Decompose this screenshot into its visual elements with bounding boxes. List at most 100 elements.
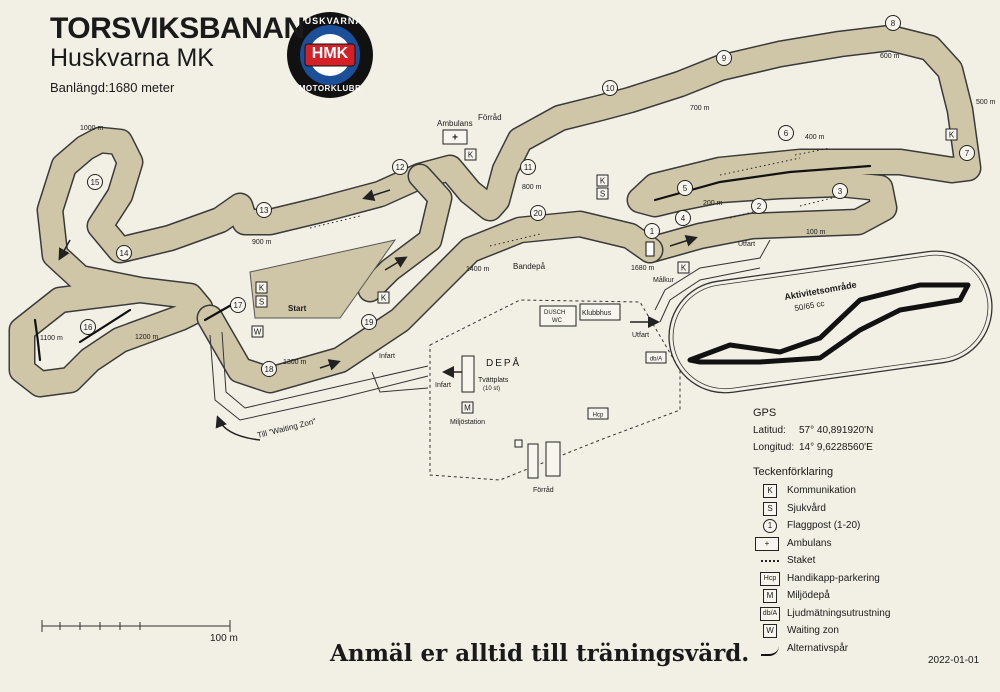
wash-count-label: (10 st) (483, 386, 500, 392)
ambulance-cross-icon: + (452, 133, 458, 144)
distance-label: 1680 m (631, 265, 655, 272)
flag-post-number: 6 (784, 129, 789, 138)
flag-post-icon (716, 50, 732, 66)
flag-post-number: 1 (650, 227, 655, 236)
flag-post-icon (361, 314, 377, 330)
distance-label: 1400 m (466, 266, 490, 273)
page-subtitle: Huskvarna MK (50, 44, 214, 72)
date-stamp: 2022-01-01 (928, 655, 980, 666)
flag-post-icon (520, 159, 536, 175)
map-marker-letter: Hcp (593, 413, 604, 419)
depot-boundary (429, 299, 681, 481)
map-marker-box (461, 401, 474, 414)
distance-label: 1000 m (80, 125, 104, 132)
logo-top-text: HUSKVARNA (297, 16, 363, 26)
fence-icon (761, 560, 779, 562)
flag-post-number: 15 (91, 178, 100, 187)
distance-label: 800 m (522, 184, 542, 191)
flag-post-icon: 1 (763, 519, 777, 533)
map-marker-letter: db/A (650, 357, 662, 363)
map-marker-box (677, 261, 690, 274)
distance-label: 1100 m (40, 335, 63, 342)
map-marker-box (596, 174, 609, 187)
map-marker-box (255, 281, 268, 294)
gps-heading: GPS (753, 407, 777, 419)
scale-bar (41, 620, 231, 632)
flag-post-icon (602, 80, 618, 96)
fences (309, 147, 841, 247)
flag-post-number: 3 (838, 187, 843, 196)
gps-lat-label: Latitud: (753, 425, 786, 436)
flag-post-number: 7 (965, 149, 970, 158)
flag-post-number: 8 (891, 19, 896, 28)
depot-entry-label: Infart (435, 382, 451, 389)
map-marker-letter: K (949, 131, 955, 140)
main-track (8, 24, 982, 398)
direction-arrows (58, 189, 698, 441)
distance-label: 400 m (805, 134, 825, 141)
map-marker-box (464, 148, 477, 161)
activity-area (668, 250, 993, 394)
finish-line (645, 241, 655, 257)
flag-post-number: 12 (396, 163, 405, 172)
depot-exit-label: Utfart (632, 332, 649, 339)
flag-post-number: 4 (681, 214, 686, 223)
flag-post-icon (116, 245, 132, 261)
legend-label: Ljudmätningsutrustning (787, 607, 891, 619)
map-marker-letter: K (381, 294, 387, 303)
flag-post-icon (530, 205, 546, 221)
flag-post-icon (832, 183, 848, 199)
band-depot-label: Bandepå (513, 262, 546, 271)
alternative-track-icon (761, 644, 779, 656)
map-marker-letter: W (254, 328, 262, 337)
legend-label: Miljödepå (787, 590, 830, 601)
map-marker-box (255, 295, 268, 308)
map-marker-box (377, 291, 390, 304)
map-marker-box (251, 325, 264, 338)
logo-bottom-text: MOTORKLUBB (298, 84, 362, 93)
flag-post-number: 19 (365, 318, 374, 327)
map-marker-letter: K (681, 264, 687, 273)
ambulance-icon: + (755, 536, 779, 551)
scale-label: 100 m (210, 633, 238, 644)
activity-cc-label: 50/65 cc (794, 299, 825, 313)
flag-post-icon (959, 145, 975, 161)
environment-station-label: Miljöstation (450, 419, 485, 426)
distance-label: 200 m (703, 200, 723, 207)
shower-label: DUSCH (544, 310, 565, 316)
finish-booth-label: Målkur (653, 276, 675, 284)
access-roads (209, 239, 771, 421)
gps-block: GPS Latitud:57° 40,891920'N Longitud:14°… (753, 405, 873, 456)
wash-label: Tvättplats (478, 377, 509, 384)
exit-label: Utfart (738, 241, 755, 248)
flag-post-number: 10 (606, 84, 615, 93)
legend-label: Kommunikation (787, 485, 856, 496)
flag-post-number: 11 (524, 163, 533, 172)
gps-lon-value: 14° 9,6228560'E (799, 442, 873, 453)
legend-label: Alternativspår (787, 642, 849, 654)
distance-label: 900 m (252, 239, 272, 246)
map-marker-letter: S (259, 298, 264, 307)
flag-post-icon (644, 223, 660, 239)
map-marker-box (645, 351, 667, 364)
depot-buildings (442, 129, 621, 479)
distance-label: 500 m (976, 99, 996, 106)
flag-post-number: 9 (722, 54, 727, 63)
distance-label: 100 m (806, 229, 826, 236)
map-marker-letter: S (600, 190, 605, 199)
map-marker-letter: M (464, 404, 471, 413)
flag-post-number: 13 (260, 206, 269, 215)
flag-post-icon (751, 198, 767, 214)
map-marker-box (596, 187, 609, 200)
flag-post-icon (87, 174, 103, 190)
call-to-action: Anmäl er alltid till träningsvärd. (330, 640, 750, 667)
legend-label: Staket (787, 555, 816, 566)
flag-post-number: 16 (84, 323, 93, 332)
depot-title: DEPÅ (486, 356, 521, 369)
legend-label: Ambulans (787, 537, 832, 549)
legend-symbol: S (763, 501, 777, 516)
flag-post-icon (261, 361, 277, 377)
flag-post-icon (256, 202, 272, 218)
logo-center-text: HMK (311, 45, 349, 62)
